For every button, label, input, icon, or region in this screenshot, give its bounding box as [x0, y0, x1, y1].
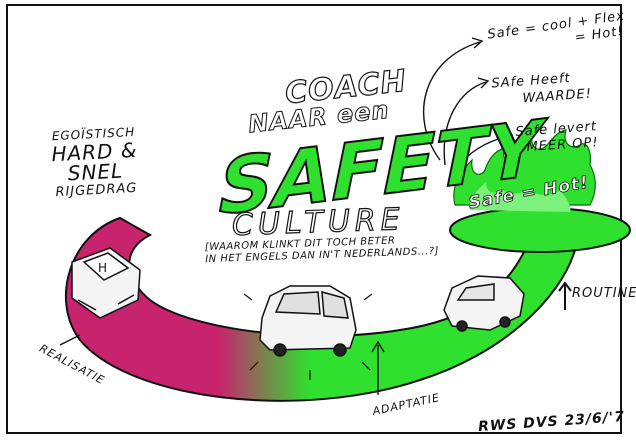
note-arrows — [422, 37, 514, 171]
car-top-left-icon: H — [71, 247, 141, 319]
note-heeft-waarde: SAfe Heeft WAARDE! — [491, 69, 593, 110]
car-right-icon — [443, 275, 525, 332]
svg-text:H: H — [98, 261, 107, 275]
road-curve — [65, 216, 577, 402]
hot-platform — [449, 207, 631, 253]
flames-icon — [453, 129, 596, 212]
label-pointers — [59, 334, 385, 395]
routine-arrow-icon — [558, 281, 572, 310]
sketch-frame — [6, 4, 622, 434]
note-levert-meer-op: Safe levert MEER OP! — [515, 119, 599, 157]
left-behavior-label: EGOÏSTISCH HARD & SNEL RIJGEDRAG — [50, 125, 139, 200]
car-center-icon — [243, 285, 373, 380]
routine-label: ROUTINE — [572, 286, 636, 301]
